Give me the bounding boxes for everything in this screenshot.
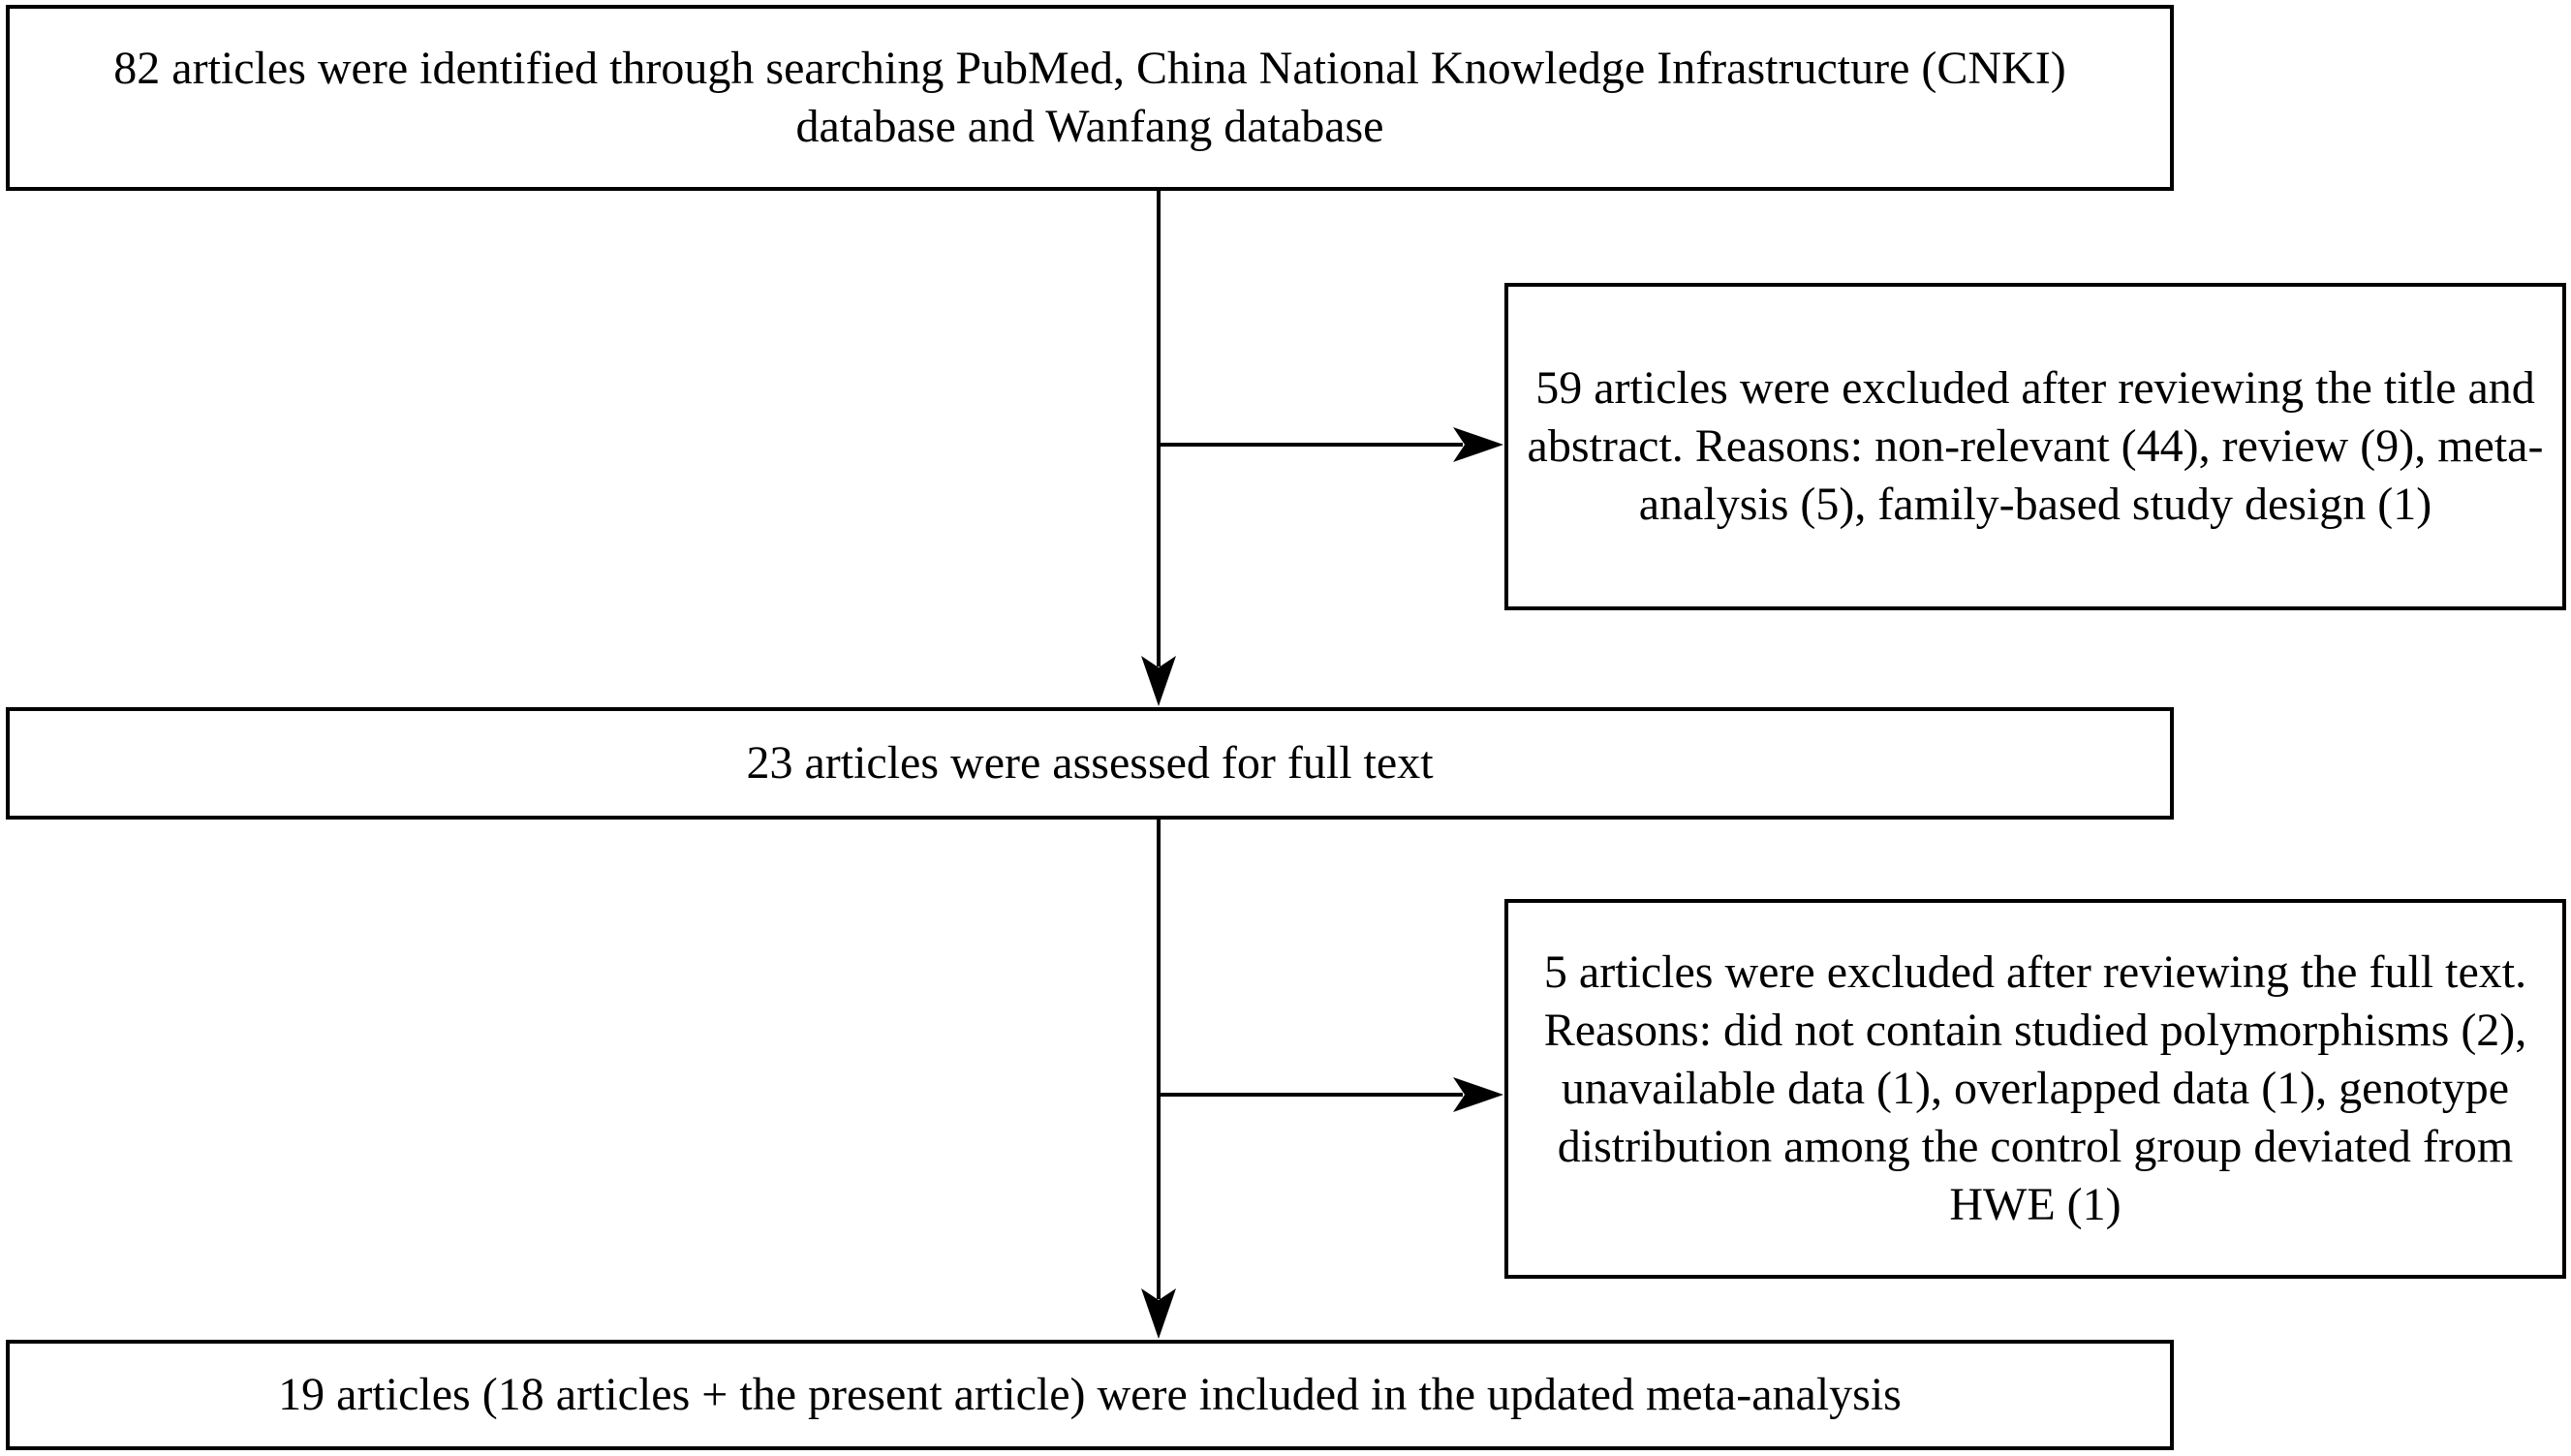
arrowhead-to-excluded-title-abstract (1453, 427, 1503, 462)
box-identified-text: 82 articles were identified through sear… (113, 43, 2066, 152)
box-assessed-full-text: 23 articles were assessed for full text (6, 707, 2174, 820)
box-excluded-full-text-text: 5 articles were excluded after reviewing… (1543, 946, 2527, 1230)
arrowhead-to-excluded-full-text (1453, 1077, 1503, 1112)
box-assessed-full-text-text: 23 articles were assessed for full text (746, 737, 1434, 789)
box-included-articles-text: 19 articles (18 articles + the present a… (278, 1369, 1902, 1420)
arrowhead-assessed-to-included (1141, 1288, 1176, 1339)
box-included-articles: 19 articles (18 articles + the present a… (6, 1340, 2174, 1450)
box-excluded-full-text: 5 articles were excluded after reviewing… (1504, 899, 2566, 1279)
box-identified-articles: 82 articles were identified through sear… (6, 5, 2174, 191)
box-excluded-title-abstract-text: 59 articles were excluded after reviewin… (1527, 362, 2544, 530)
arrowhead-identified-to-assessed (1141, 656, 1176, 706)
box-excluded-title-abstract: 59 articles were excluded after reviewin… (1504, 283, 2566, 610)
